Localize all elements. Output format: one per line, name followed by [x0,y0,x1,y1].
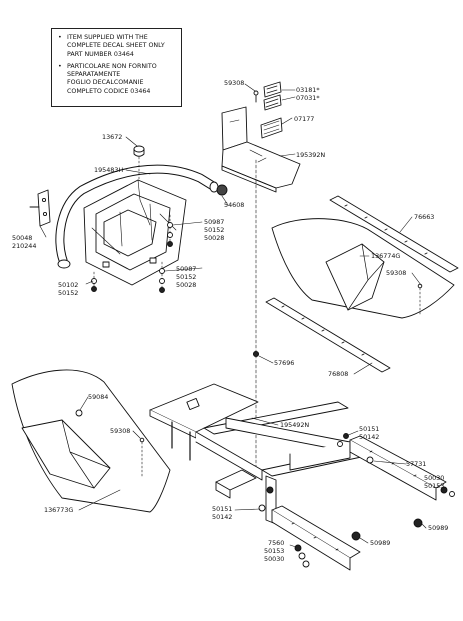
label-50153-a: 50153 [424,482,444,490]
decal-07031 [263,94,282,111]
note-text-italian: PARTICOLARE NON FORNITO SEPARATAMENTE FO… [67,62,157,95]
label-13672: 13672 [102,133,122,141]
label-50028-a: 50028 [204,234,224,242]
label-195492N: 195492N [280,421,309,429]
cap-59084 [75,409,83,417]
label-50987-b: 50987 [176,265,196,273]
label-50142-a: 50142 [359,433,379,441]
label-50048: 50048 [12,234,32,242]
decal-03181 [263,81,282,98]
bolts-50987-50152-50028 [91,214,173,293]
rail-right [349,435,447,501]
label-136774G: 136774G [371,252,400,260]
cover-136773G [11,369,171,513]
label-50151-b: 50151 [212,505,232,513]
label-50152-c: 50152 [58,289,78,297]
label-57731: 57731 [406,460,426,468]
knob-54608 [216,184,228,196]
cover-136774G [271,218,455,319]
label-195483H: 195483H [94,166,123,174]
note-item-italian: • PARTICOLARE NON FORNITO SEPARATAMENTE … [58,63,177,96]
label-54608: 54608 [224,201,244,209]
label-50152-b: 50152 [176,273,196,281]
label-50153-b: 50153 [264,547,284,555]
label-50989-b: 50989 [370,539,390,547]
label-210244: 210244 [12,242,36,250]
decal-07177 [260,117,283,139]
label-03181: 03181* [296,86,320,94]
label-07031: 07031* [296,94,320,102]
strip-76808 [265,297,391,373]
side-bracket-assembly [83,179,187,286]
nut-50989 [413,518,423,528]
label-50102: 50102 [58,281,78,289]
decal-note-box: • ITEM SUPPLIED WITH THE COMPLETE DECAL … [51,28,182,107]
leader-lines [39,83,427,548]
screw-59308-left [139,437,145,443]
label-50030-b: 50030 [264,555,284,563]
note-item-english: • ITEM SUPPLIED WITH THE COMPLETE DECAL … [58,34,177,59]
label-59084: 59084 [88,393,108,401]
label-50987-a: 50987 [204,218,224,226]
label-76663: 76663 [414,213,434,221]
label-59308-top: 59308 [224,79,244,87]
label-50028-b: 50028 [176,281,196,289]
frame-195492N [149,383,367,525]
label-50152-a: 50152 [204,226,224,234]
note-bullet: • [58,34,62,41]
knob-13672 [133,145,145,181]
hardware-right [258,433,455,568]
label-50142-b: 50142 [212,513,232,521]
label-76808: 76808 [328,370,348,378]
screw-59308-top [253,90,259,96]
label-7560: 7560 [268,539,284,547]
label-50989-a: 50989 [428,524,448,532]
label-59308-left: 59308 [110,427,130,435]
grommet-57696 [252,350,260,358]
label-07177: 07177 [294,115,314,123]
screw-59308-right [417,283,423,289]
decal-bracket-195392N [221,106,301,193]
label-57696: 57696 [274,359,294,367]
rail-front [271,505,361,571]
label-136773G: 136773G [44,506,73,514]
label-59308-right: 59308 [386,269,406,277]
label-50151-a: 50151 [359,425,379,433]
note-bullet: • [58,62,62,70]
note-text-english: ITEM SUPPLIED WITH THE COMPLETE DECAL SH… [67,34,165,58]
handle-tube-195483H [55,164,219,269]
label-50030-a: 50030 [424,474,444,482]
strip-76663 [329,195,459,273]
plate-50048-210244 [29,189,51,227]
label-195392N: 195392N [296,151,325,159]
